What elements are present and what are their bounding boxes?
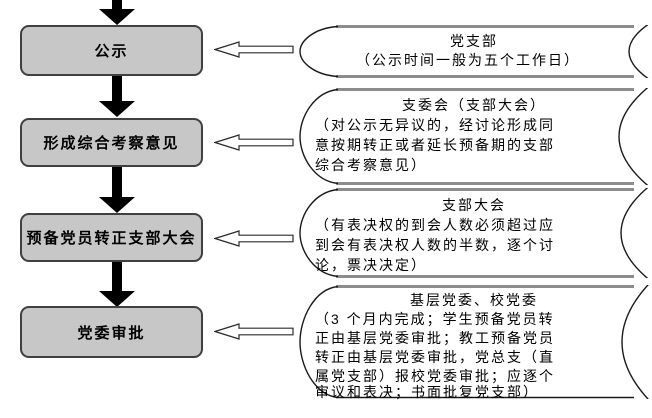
flow-down-arrow-icon <box>99 291 135 307</box>
callout-left-arrow-icon <box>214 230 294 247</box>
callout-text-line: （公示时间一般为五个工作日） <box>356 52 580 68</box>
callout-shape-outline <box>299 188 649 278</box>
flow-down-arrow-shaft <box>112 76 122 102</box>
flow-step-box-kaocha-yijian: 形成综合考察意见 <box>20 118 203 167</box>
callout-shape-outline <box>299 25 649 78</box>
callout-text-line: 审议和表决；书面批复党支部） <box>315 384 539 400</box>
callout-text-line: （3 个月内完成；学生预备党员转 <box>315 311 555 327</box>
callout-org: 支委会（支部大会） <box>402 97 546 113</box>
callout-dangzhibu: 党支部 （公示时间一般为五个工作日） <box>298 25 652 78</box>
flow-down-arrow-shaft <box>112 167 122 198</box>
callout-text-line: 到会有表决权人数的半数，逐个讨 <box>315 237 555 253</box>
callout-left-arrow-icon <box>214 323 294 340</box>
flow-down-arrow-icon <box>99 9 135 25</box>
callout-text-line: （对公示无异议的，经讨论形成同 <box>315 117 555 133</box>
callout-org: 基层党委、校党委 <box>410 292 538 308</box>
callout-text-line: 综合考察意见） <box>315 157 427 173</box>
callout-org: 党支部 <box>450 33 498 49</box>
callout-left-arrow-icon <box>214 134 294 151</box>
flow-down-arrow-icon <box>99 101 135 117</box>
flow-step-box-zhibu-dahui: 预备党员转正支部大会 <box>20 213 203 262</box>
callout-text-line: 正由基层党委审批；教工预备党员 <box>315 330 555 346</box>
callout-text-line: 论，票决决定） <box>315 257 427 273</box>
flow-step-label: 公示 <box>94 43 129 60</box>
callout-shape-outline <box>299 88 649 185</box>
callout-text-line: 意按期转正或者延长预备期的支部 <box>315 137 555 153</box>
flow-step-label: 党委审批 <box>77 324 146 342</box>
flow-down-arrow-icon <box>99 197 135 213</box>
callout-zhiweihui: 支委会（支部大会） （对公示无异议的，经讨论形成同 意按期转正或者延长预备期的支… <box>298 88 652 185</box>
callout-shape-outline <box>299 285 649 399</box>
callout-text-line: （有表决权的到会人数必须超过应 <box>315 217 555 233</box>
flow-step-label: 预备党员转正支部大会 <box>26 230 197 247</box>
flow-step-label: 形成综合考察意见 <box>43 135 180 152</box>
callout-jiceng-dangwei: 基层党委、校党委 （3 个月内完成；学生预备党员转 正由基层党委审批；教工预备党… <box>298 285 652 400</box>
flow-down-arrow-shaft <box>112 262 122 292</box>
flow-step-box-dangwei-shenpi: 党委审批 <box>20 306 203 358</box>
callout-zhibu-dahui: 支部大会 （有表决权的到会人数必须超过应 到会有表决权人数的半数，逐个讨 论，票… <box>298 188 652 278</box>
callout-org: 支部大会 <box>442 197 506 213</box>
flow-down-arrow-shaft <box>112 0 122 10</box>
callout-left-arrow-icon <box>214 41 294 58</box>
callout-text-line: 属党支部）报校党委审批；应逐个 <box>315 368 555 384</box>
flow-step-box-gongshi: 公示 <box>20 25 203 76</box>
callout-text-line: 转正由基层党委审批，党总支（直 <box>315 349 555 365</box>
